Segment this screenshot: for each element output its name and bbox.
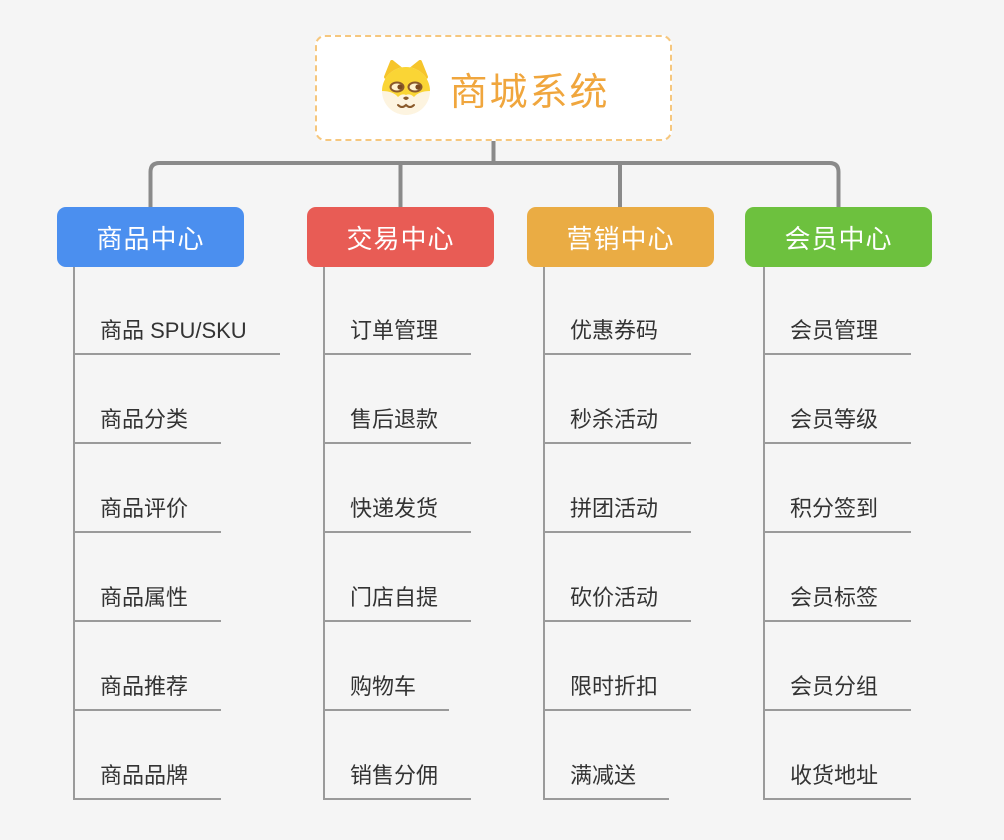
- leaf-node[interactable]: 满减送: [543, 762, 670, 800]
- branch-label: 商品中心: [96, 223, 205, 254]
- branch-node-member-center[interactable]: 会员中心: [745, 207, 932, 267]
- branch-label: 交易中心: [346, 223, 455, 254]
- branch-trunk-line: 订单管理售后退款快递发货门店自提购物车销售分佣: [323, 267, 565, 800]
- leaf-node[interactable]: 购物车: [323, 673, 450, 711]
- branch-trunk-line: 优惠券码秒杀活动拼团活动砍价活动限时折扣满减送: [543, 267, 785, 800]
- leaf-node[interactable]: 商品品牌: [73, 762, 222, 800]
- leaf-node[interactable]: 拼团活动: [543, 495, 692, 533]
- branch-node-product-center[interactable]: 商品中心: [57, 207, 244, 267]
- branch-trunk-line: 商品 SPU/SKU 商品分类商品评价商品属性商品推荐商品品牌: [73, 267, 315, 800]
- leaf-node[interactable]: 会员分组: [763, 673, 912, 711]
- leaf-node[interactable]: 收货地址: [763, 762, 912, 800]
- leaf-node[interactable]: 积分签到: [763, 495, 912, 533]
- leaf-node[interactable]: 砍价活动: [543, 584, 692, 622]
- root-node-mall-system[interactable]: 商城系统: [315, 35, 672, 141]
- leaf-node[interactable]: 快递发货: [323, 495, 472, 533]
- leaf-node[interactable]: 限时折扣: [543, 673, 692, 711]
- leaf-node[interactable]: 优惠券码: [543, 317, 692, 355]
- dog-face-icon: [382, 60, 431, 115]
- root-node-label: 商城系统: [449, 71, 610, 114]
- branch-label: 会员中心: [784, 223, 893, 254]
- leaf-node[interactable]: 售后退款: [323, 406, 472, 444]
- branch-node-transaction-center[interactable]: 交易中心: [307, 207, 494, 267]
- leaf-node[interactable]: 商品评价: [73, 495, 222, 533]
- leaf-node[interactable]: 门店自提: [323, 584, 472, 622]
- leaf-node[interactable]: 商品 SPU/SKU: [73, 317, 280, 355]
- leaf-node[interactable]: 订单管理: [323, 317, 472, 355]
- leaf-node[interactable]: 会员标签: [763, 584, 912, 622]
- leaf-node[interactable]: 销售分佣: [323, 762, 472, 800]
- branch-label: 营销中心: [566, 223, 675, 254]
- leaf-node[interactable]: 商品推荐: [73, 673, 222, 711]
- branch-trunk-line: 会员管理会员等级积分签到会员标签会员分组收货地址: [763, 267, 1004, 800]
- leaf-node[interactable]: 商品属性: [73, 584, 222, 622]
- leaf-node[interactable]: 秒杀活动: [543, 406, 692, 444]
- leaf-node[interactable]: 会员管理: [763, 317, 912, 355]
- leaf-node[interactable]: 会员等级: [763, 406, 912, 444]
- branch-node-marketing-center[interactable]: 营销中心: [527, 207, 714, 267]
- leaf-node[interactable]: 商品分类: [73, 406, 222, 444]
